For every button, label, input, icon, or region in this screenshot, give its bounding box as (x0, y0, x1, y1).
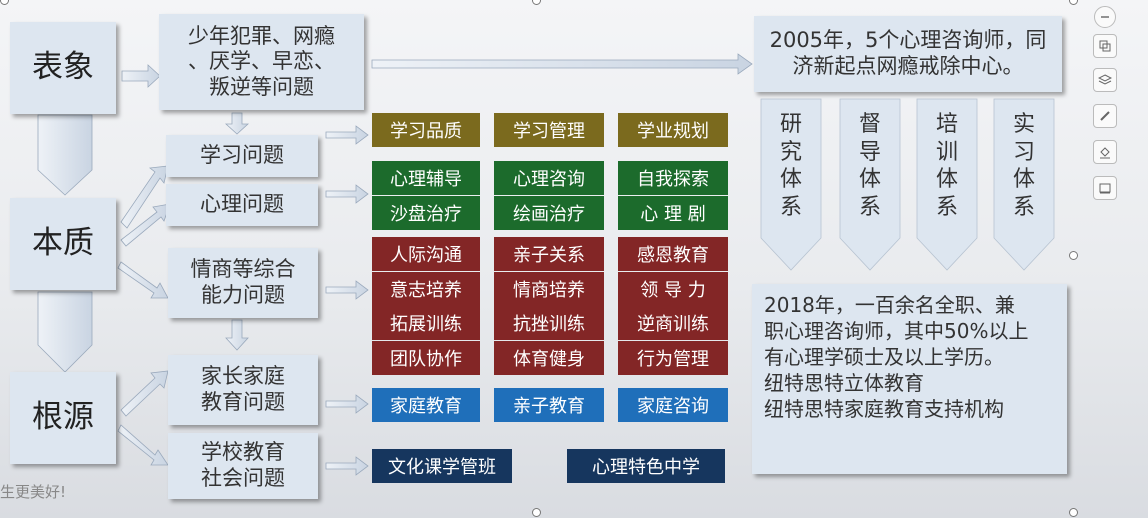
system-research-label: 研究体系 (761, 99, 821, 269)
history-2018-line-3: 有心理学硕士及以上学历。 (764, 345, 1004, 369)
system-internship-label: 实习体系 (994, 99, 1054, 269)
eq-problem-box: 情商等综合 能力问题 (168, 248, 318, 318)
study-problem-box: 学习问题 (166, 135, 318, 177)
system-chevron-3 (916, 98, 978, 271)
arrow-gy-family (120, 370, 169, 417)
sol-eq-3: 感恩教育 (618, 237, 728, 271)
selection-handle-tl[interactable] (0, 0, 9, 5)
sol-psych-5: 绘画治疗 (494, 196, 604, 230)
history-2018-line-4: 纽特思特立体教育 (764, 371, 924, 395)
arrow-study-sol (325, 125, 369, 145)
selection-handle-tm[interactable] (532, 0, 541, 5)
school-problem-box: 学校教育 社会问题 (168, 433, 318, 499)
system-chevron-4 (993, 98, 1055, 271)
arrow-eq-sol (325, 280, 369, 300)
down-chevron-2 (37, 291, 93, 373)
crop-icon[interactable] (1093, 34, 1117, 58)
system-chevron-2 (839, 98, 901, 271)
pen-icon[interactable] (1093, 104, 1117, 128)
sol-eq-9: 逆商训练 (618, 306, 728, 340)
footer-slogan: 生更美好! (0, 483, 67, 501)
sol-eq-7: 拓展训练 (372, 306, 480, 340)
symptoms-box: 少年犯罪、网瘾 、厌学、早恋、 叛逆等问题 (159, 14, 364, 110)
arrow-to-2005 (371, 53, 753, 75)
sol-eq-5: 情商培养 (494, 272, 604, 306)
selection-handle-mr[interactable] (1069, 251, 1078, 260)
layers-icon[interactable] (1093, 68, 1117, 92)
history-2018-line-5: 纽特思特家庭教育支持机构 (764, 397, 1004, 421)
sol-eq-2: 亲子关系 (494, 237, 604, 271)
system-training-label: 培训体系 (917, 99, 977, 269)
history-2018-line-2: 职心理咨询师，其中50%以上 (764, 319, 1029, 343)
history-2005-box: 2005年，5个心理咨询师，同 济新起点网瘾戒除中心。 (754, 16, 1062, 92)
selection-handle-tr[interactable] (1069, 0, 1078, 5)
history-2005-line-1: 2005年，5个心理咨询师，同 (769, 28, 1047, 53)
sol-eq-8: 抗挫训练 (494, 306, 604, 340)
system-training-text: 培训体系 (936, 112, 959, 220)
family-problem-box: 家长家庭 教育问题 (168, 355, 318, 425)
system-research-text: 研究体系 (780, 112, 803, 220)
fill-icon[interactable] (1093, 140, 1117, 164)
selection-handle-br[interactable] (1069, 508, 1078, 517)
sol-study-3: 学业规划 (618, 113, 728, 147)
psych-problem-box: 心理问题 (166, 184, 318, 226)
sol-school-1: 文化课学管班 (372, 449, 512, 483)
system-internship-text: 实习体系 (1013, 112, 1036, 220)
arrow-school-sol (325, 456, 369, 476)
selection-handle-bm[interactable] (532, 508, 541, 517)
eq-line-2: 能力问题 (201, 283, 285, 307)
arrow-psych-sol (325, 184, 369, 204)
arrow-bz-study (120, 165, 169, 229)
eq-line-1: 情商等综合 (190, 257, 296, 282)
sol-family-2: 亲子教育 (494, 388, 604, 422)
arrow-family-sol (325, 394, 369, 414)
sol-psych-6: 心 理 剧 (618, 196, 728, 230)
system-supervision-label: 督导体系 (840, 99, 900, 269)
history-2018-line-1: 2018年，一百余名全职、兼 (764, 293, 1015, 317)
history-2018-box: 2018年，一百余名全职、兼 职心理咨询师，其中50%以上 有心理学硕士及以上学… (752, 284, 1067, 474)
sol-eq-10: 团队协作 (372, 341, 480, 375)
symptoms-line-3: 叛逆等问题 (209, 74, 314, 99)
sol-eq-6: 领 导 力 (618, 272, 728, 306)
genyuan-box: 根源 (10, 372, 116, 464)
arrow-symptoms-down (224, 112, 250, 135)
family-line-2: 教育问题 (201, 390, 285, 414)
history-2005-line-2: 济新起点网瘾戒除中心。 (792, 54, 1024, 78)
sol-psych-3: 自我探索 (618, 161, 728, 195)
sol-family-1: 家庭教育 (372, 388, 480, 422)
symptoms-line-1: 少年犯罪、网瘾 (188, 23, 335, 48)
sol-eq-1: 人际沟通 (372, 237, 480, 271)
sol-eq-12: 行为管理 (618, 341, 728, 375)
sol-family-3: 家庭咨询 (618, 388, 728, 422)
sol-eq-4: 意志培养 (372, 272, 480, 306)
arrow-bz-eq (117, 261, 169, 299)
system-chevron-1 (760, 98, 822, 271)
sol-psych-4: 沙盘治疗 (372, 196, 480, 230)
symptoms-line-2: 、厌学、早恋、 (188, 49, 335, 74)
sol-study-2: 学习管理 (494, 113, 604, 147)
sol-psych-2: 心理咨询 (494, 161, 604, 195)
biaoxiang-box: 表象 (10, 22, 116, 114)
system-supervision-text: 督导体系 (859, 112, 882, 220)
school-line-2: 社会问题 (201, 466, 285, 490)
sol-psych-1: 心理辅导 (372, 161, 480, 195)
frame-icon[interactable] (1093, 176, 1117, 200)
arrow-biaoxiang (121, 64, 161, 88)
minus-icon[interactable] (1094, 6, 1116, 28)
school-line-1: 学校教育 (201, 440, 285, 465)
down-chevron-1 (37, 114, 93, 196)
family-line-1: 家长家庭 (201, 364, 285, 389)
sol-eq-11: 体育健身 (494, 341, 604, 375)
arrow-gy-school (117, 424, 169, 466)
benzhi-box: 本质 (10, 198, 116, 290)
sol-school-2: 心理特色中学 (567, 449, 725, 483)
sol-study-1: 学习品质 (372, 113, 480, 147)
arrow-eq-down (225, 319, 249, 351)
